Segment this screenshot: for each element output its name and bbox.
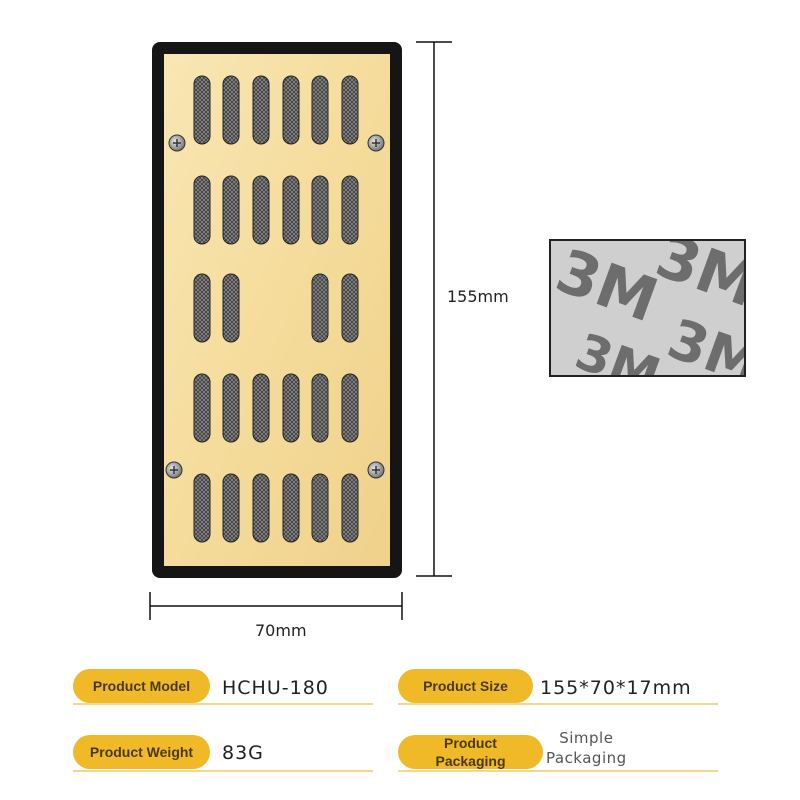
- spec-value-weight: 83G: [222, 742, 264, 764]
- vent-slot: [341, 373, 359, 443]
- vent-slot: [222, 373, 240, 443]
- height-dimension-line: [416, 41, 452, 577]
- spec-value-size: 155*70*17mm: [540, 677, 692, 699]
- vent-slot: [341, 473, 359, 543]
- vent-slot: [282, 473, 300, 543]
- vent-slot: [282, 175, 300, 245]
- vent-slot: [341, 273, 359, 343]
- vent-slot: [311, 473, 329, 543]
- width-label: 70mm: [255, 621, 307, 640]
- spec-underline-size: [398, 703, 718, 705]
- vent-slot: [252, 373, 270, 443]
- vent-slot: [222, 473, 240, 543]
- vent-slot: [193, 273, 211, 343]
- spec-label-size: Product Size: [398, 669, 533, 703]
- vent-slot: [193, 175, 211, 245]
- spec-value-packaging-line2: Packaging: [546, 749, 627, 767]
- vent-slot: [341, 75, 359, 145]
- sticker-3m-mark: 3M: [660, 306, 769, 398]
- screw-icon: [367, 134, 385, 152]
- height-label: 155mm: [447, 287, 509, 306]
- vent-slot: [222, 175, 240, 245]
- spec-underline-model: [73, 703, 373, 705]
- vent-slot: [252, 175, 270, 245]
- spec-label-weight: Product Weight: [73, 735, 210, 769]
- spec-label-packaging: Product Packaging: [398, 735, 543, 769]
- vent-slot: [193, 373, 211, 443]
- screw-icon: [168, 134, 186, 152]
- vent-slot: [341, 175, 359, 245]
- screw-icon: [165, 461, 183, 479]
- vent-slot: [222, 273, 240, 343]
- spec-value-packaging-line1: Simple: [559, 729, 614, 747]
- vent-slot: [193, 473, 211, 543]
- vent-slot: [282, 75, 300, 145]
- spec-value-model: HCHU-180: [222, 677, 329, 699]
- spec-underline-weight: [73, 770, 373, 772]
- screws: [165, 134, 385, 479]
- vent-slot: [252, 75, 270, 145]
- vent-slots: [193, 75, 359, 543]
- width-dimension-line: [149, 592, 403, 620]
- spec-underline-packaging: [398, 770, 718, 772]
- vent-slot: [252, 473, 270, 543]
- spec-label-model: Product Model: [73, 669, 210, 703]
- vent-slot: [222, 75, 240, 145]
- spec-value-packaging: Simple Packaging: [546, 728, 627, 768]
- spec-label-packaging-line2: Packaging: [435, 753, 506, 769]
- vent-slot: [193, 75, 211, 145]
- vent-slot: [311, 373, 329, 443]
- screw-icon: [367, 461, 385, 479]
- vent-slot: [311, 75, 329, 145]
- vent-slot: [311, 175, 329, 245]
- spec-label-packaging-line1: Product: [444, 735, 497, 751]
- vent-slot: [311, 273, 329, 343]
- vent-slot: [282, 373, 300, 443]
